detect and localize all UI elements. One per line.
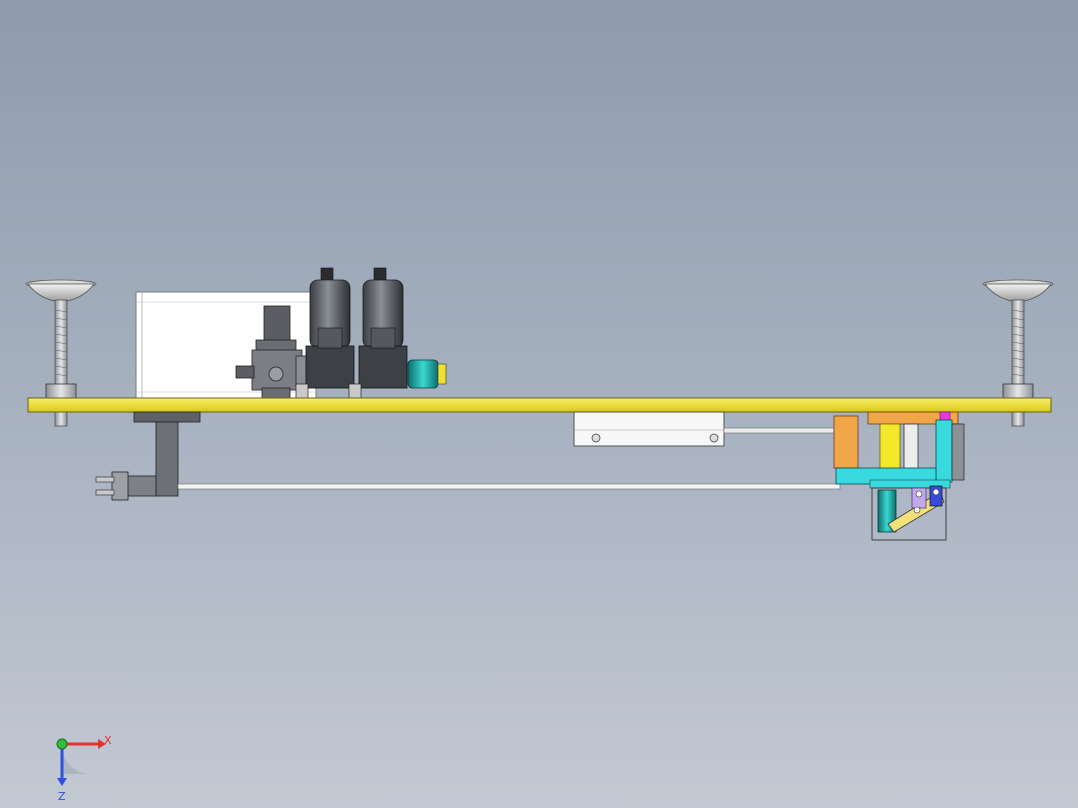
x-axis-label: X	[104, 734, 112, 747]
orientation-triad: X Z	[56, 734, 112, 802]
gripper-mechanism[interactable]	[833, 411, 965, 541]
base-plate[interactable]	[27, 397, 1052, 413]
z-axis-arrow-icon	[57, 778, 67, 786]
filter-regulator-unit[interactable]	[235, 267, 408, 411]
left-support-bracket[interactable]	[133, 411, 201, 497]
z-axis-label: Z	[58, 790, 66, 802]
air-cylinder[interactable]	[573, 411, 835, 447]
solenoid-coil[interactable]	[407, 359, 447, 389]
leveling-foot-left[interactable]	[25, 279, 97, 427]
guide-rod[interactable]	[177, 483, 841, 490]
plug-connector[interactable]	[95, 471, 157, 501]
x-axis-arrow-icon	[98, 739, 106, 749]
y-axis-icon	[56, 738, 68, 750]
triad-plane-icon	[62, 746, 90, 774]
leveling-foot-right[interactable]	[982, 279, 1054, 427]
